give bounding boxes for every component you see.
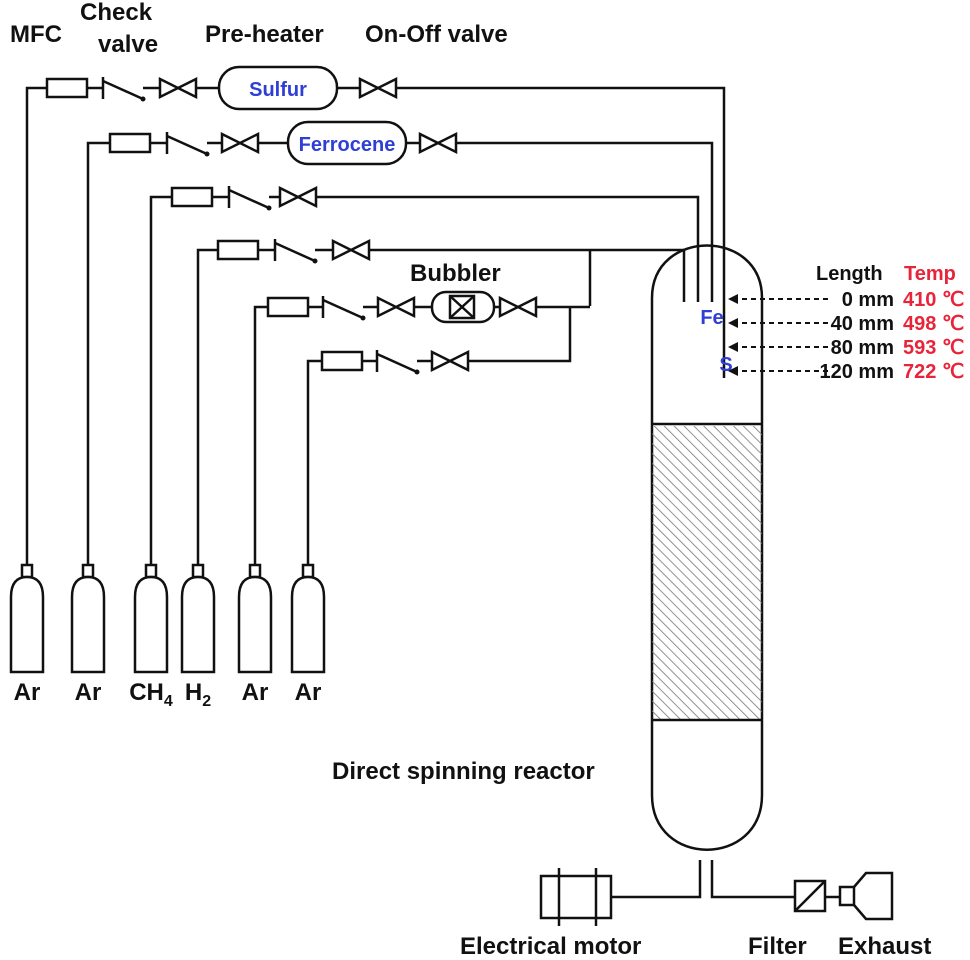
cylinder-gas-label: CH4 bbox=[129, 679, 173, 710]
fe-injector-label: Fe bbox=[700, 307, 723, 329]
s-injector-label: S bbox=[719, 354, 732, 376]
cylinder-body bbox=[180, 575, 216, 674]
cylinder-body bbox=[290, 575, 326, 674]
mfc-icon bbox=[45, 77, 89, 99]
column-headers: MFC Check valve Pre-heater On-Off valve bbox=[10, 0, 508, 58]
line-1-to-reactor bbox=[396, 86, 726, 378]
check-valve-header-line2: valve bbox=[98, 31, 158, 58]
mfc-header: MFC bbox=[10, 21, 62, 48]
cylinder-gas-subscript: 4 bbox=[164, 693, 173, 710]
gas-cylinder: Ar bbox=[237, 563, 273, 706]
temp-value: 593 ℃ bbox=[903, 337, 964, 359]
filter bbox=[793, 879, 827, 913]
length-value: 40 mm bbox=[831, 313, 894, 335]
gas-cylinders: Ar Ar CH4 H2 Ar Ar bbox=[9, 563, 326, 710]
ferrocene-label: Ferrocene bbox=[299, 134, 396, 156]
check-valve-icon bbox=[273, 239, 318, 264]
check-valve-icon bbox=[165, 132, 210, 157]
motor-connection bbox=[611, 860, 702, 899]
on-off-valve-icon bbox=[158, 76, 198, 100]
length-header: Length bbox=[816, 263, 883, 285]
gas-cylinder: Ar bbox=[290, 563, 326, 706]
cylinder-gas-label: Ar bbox=[14, 679, 41, 706]
cylinder-gas-subscript: 2 bbox=[202, 693, 211, 710]
gas-cylinder: Ar bbox=[70, 563, 106, 706]
cylinder-body bbox=[133, 575, 169, 674]
line-2-supply bbox=[86, 141, 110, 565]
line-2-to-reactor bbox=[456, 141, 714, 302]
cylinder-valve bbox=[20, 563, 34, 579]
cylinder-gas-label: Ar bbox=[295, 679, 322, 706]
filter-label: Filter bbox=[748, 933, 807, 960]
temp-value: 722 ℃ bbox=[903, 361, 964, 383]
on-off-valve-icon bbox=[418, 131, 458, 155]
check-valve-icon bbox=[227, 186, 272, 211]
on-off-valve-icon bbox=[430, 349, 470, 373]
temperature-rows: 0 mm 410 ℃ 40 mm 498 ℃ 80 mm 593 ℃ 120 mm 722 ℃ bbox=[728, 289, 964, 383]
mfc-icon bbox=[108, 132, 152, 154]
electrical-motor-label: Electrical motor bbox=[460, 933, 641, 960]
temperature-table: Length Temp 0 mm 410 ℃ 40 mm 498 ℃ 80 mm 593 … bbox=[728, 263, 964, 383]
line-1-supply bbox=[25, 86, 47, 565]
cylinder-gas-label: H2 bbox=[185, 679, 211, 710]
exhaust-label: Exhaust bbox=[838, 933, 931, 960]
check-valve-icon bbox=[101, 77, 146, 102]
length-value: 120 mm bbox=[820, 361, 895, 383]
reactor-label: Direct spinning reactor bbox=[332, 758, 595, 785]
cylinder-body bbox=[9, 575, 45, 674]
on-off-valve-icon bbox=[498, 295, 538, 319]
gas-cylinder: H2 bbox=[180, 563, 216, 710]
line-6-to-manifold bbox=[468, 307, 572, 363]
line-3-to-reactor bbox=[316, 195, 700, 302]
cylinder-body bbox=[70, 575, 106, 674]
mfc-icon bbox=[320, 350, 364, 372]
cylinder-body bbox=[237, 575, 273, 674]
cylinder-valve bbox=[191, 563, 205, 579]
temp-value: 410 ℃ bbox=[903, 289, 964, 311]
sulfur-preheater: Sulfur bbox=[217, 65, 339, 111]
cylinder-valve bbox=[248, 563, 262, 579]
direct-spinning-reactor: Fe S bbox=[650, 244, 764, 851]
ferrocene-preheater: Ferrocene bbox=[286, 120, 408, 166]
electrical-motor bbox=[539, 868, 613, 926]
gas-cylinder: CH4 bbox=[129, 563, 173, 710]
temp-value: 498 ℃ bbox=[903, 313, 964, 335]
on-off-valve-icon bbox=[331, 238, 371, 262]
temp-header: Temp bbox=[904, 263, 956, 285]
exhaust-fan bbox=[838, 871, 894, 921]
cylinder-gas-label: Ar bbox=[75, 679, 102, 706]
mfc-icon bbox=[170, 186, 214, 208]
mfc-icon bbox=[266, 296, 310, 318]
gas-cylinder: Ar bbox=[9, 563, 45, 706]
bubbler-label: Bubbler bbox=[410, 260, 501, 287]
cylinder-valve bbox=[144, 563, 158, 579]
on-off-valve-icon bbox=[376, 295, 416, 319]
length-value: 80 mm bbox=[831, 337, 894, 359]
bubbler bbox=[430, 290, 496, 324]
length-value: 0 mm bbox=[842, 289, 894, 311]
line-3-supply bbox=[149, 195, 172, 565]
check-valve-icon bbox=[321, 296, 366, 321]
check-valve-icon bbox=[375, 350, 420, 375]
line-6-supply bbox=[306, 359, 322, 565]
check-valve-header-line1: Check bbox=[80, 0, 153, 26]
gas-lines bbox=[25, 76, 840, 899]
mfc-icon bbox=[216, 239, 260, 261]
sulfur-label: Sulfur bbox=[249, 79, 307, 101]
filter-connection bbox=[710, 860, 795, 899]
line-4-supply bbox=[196, 248, 218, 565]
on-off-valve-icon bbox=[278, 185, 318, 209]
cylinder-valve bbox=[81, 563, 95, 579]
on-off-valve-icon bbox=[358, 76, 398, 100]
on-off-valve-header: On-Off valve bbox=[365, 21, 508, 48]
line-5-supply bbox=[253, 305, 268, 565]
on-off-valve-icon bbox=[220, 131, 260, 155]
cylinder-valve bbox=[301, 563, 315, 579]
pre-heater-header: Pre-heater bbox=[205, 21, 324, 48]
cylinder-gas-label: Ar bbox=[242, 679, 269, 706]
